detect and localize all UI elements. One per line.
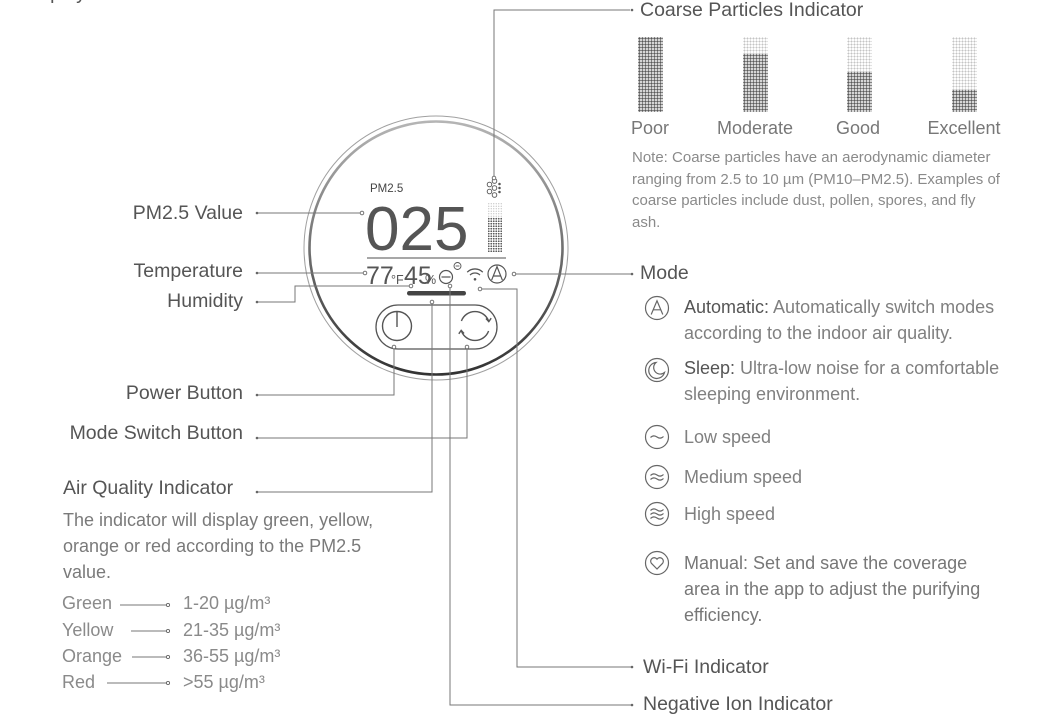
air-quality-levels: Green 1-20 µg/m³ Yellow 21-35 µg/m³ Oran… [62, 590, 280, 695]
coarse-level-fill [743, 54, 768, 112]
description-line: value. [63, 562, 112, 582]
air-quality-description: The indicator will display green, yellow… [63, 507, 373, 585]
leader-end-dots [255, 8, 634, 707]
mode-item-text: Ultra-low noise for a comfortable [735, 358, 1000, 378]
wifi-indicator-label: Wi-Fi Indicator [643, 656, 769, 678]
mode-item-text: Automatically switch modes [769, 297, 995, 317]
mode-item-label: Manual: [684, 553, 749, 573]
description-line: orange or red according to the PM2.5 [63, 536, 362, 556]
auto-mode-icon [487, 264, 507, 284]
air-quality-title: Air Quality Indicator [63, 477, 234, 499]
mode-switch-icon [460, 310, 490, 322]
mode-item-text: efficiency. [684, 605, 763, 625]
note-line: Note: Coarse particles have an aerodynam… [632, 149, 991, 166]
callout-power-button: Power Button [125, 382, 243, 404]
air-quality-indicator-bar [407, 291, 466, 296]
leader-dots [165, 175, 517, 686]
leader-mode-switch-button [257, 347, 468, 439]
device-outer-ring [303, 115, 569, 381]
button-panel [375, 304, 498, 350]
coarse-particles-icon [486, 178, 501, 198]
device-display: PM2.5 025 77 °F 45 % [303, 115, 569, 381]
level-color-name: Red [62, 672, 96, 692]
auto-mode-icon [644, 295, 670, 321]
low-speed-icon [644, 424, 670, 450]
negative-ion-indicator-label: Negative Ion Indicator [643, 693, 833, 715]
leader-humidity [257, 285, 411, 303]
note-line: ash. [632, 214, 661, 232]
coarse-level-label: Moderate [716, 118, 794, 138]
coarse-level-fill [847, 72, 872, 112]
coarse-level-bar-moderate [743, 37, 768, 112]
power-button [381, 310, 413, 342]
negative-ion-icon [438, 262, 462, 285]
leader-coarse-particles [493, 9, 630, 178]
level-row: Red >55 µg/m³ [62, 669, 265, 695]
coarse-particles-note: Note: Coarse particles have an aerodynam… [632, 147, 1000, 234]
high-speed-icon [644, 501, 670, 527]
mode-item-text: Set and save the coverage [748, 553, 968, 573]
mode-item-medium-speed: Medium speed [684, 467, 803, 487]
coarse-level-label: Good [835, 118, 881, 138]
mode-item-text: according to the indoor air quality. [684, 323, 953, 343]
temperature-unit: °F [391, 273, 404, 287]
mode-item-manual: Manual: Set and save the coverage area i… [684, 550, 980, 628]
callout-temperature: Temperature [133, 260, 243, 282]
level-range: >55 µg/m³ [183, 672, 265, 692]
callout-pm25-value: PM2.5 Value [132, 202, 243, 224]
note-line: ranging from 2.5 to 10 µm (PM10–PM2.5). … [632, 170, 1000, 188]
mode-item-low-speed: Low speed [684, 427, 772, 447]
level-range: 36-55 µg/m³ [183, 646, 281, 666]
leader-power-button [257, 347, 395, 396]
mode-switch-button [458, 310, 492, 342]
temperature-value: 77 [366, 262, 394, 290]
mode-item-text: sleeping environment. [684, 384, 861, 404]
level-range: 21-35 µg/m³ [183, 620, 281, 640]
mode-item-label: Automatic: [684, 297, 770, 317]
level-range: 1-20 µg/m³ [183, 593, 271, 613]
callout-mode-switch-button: Mode Switch Button [69, 422, 243, 444]
callout-humidity: Humidity [167, 290, 243, 312]
coarse-level-label: Excellent [927, 118, 1001, 138]
coarse-level-label: Poor [630, 118, 670, 138]
manual-mode-icon [644, 550, 670, 576]
power-icon [381, 310, 413, 342]
level-color-name: Yellow [62, 620, 114, 640]
leader-air-quality [257, 302, 433, 493]
humidity-unit: % [425, 273, 436, 287]
humidity-value: 45 [404, 262, 432, 290]
coarse-particles-bar [488, 203, 502, 252]
coarse-particles-title: Coarse Particles Indicator [640, 0, 864, 21]
coarse-level-fill [638, 37, 663, 112]
coarse-level-bar-good [847, 37, 872, 112]
clipped-section-heading: Display [22, 0, 86, 5]
description-line: The indicator will display green, yellow… [63, 510, 374, 530]
mode-item-text: area in the app to adjust the purifying [684, 579, 981, 599]
mode-item-automatic: Automatic: Automatically switch modes ac… [684, 294, 994, 346]
leader-lines [107, 9, 632, 706]
mode-item-high-speed: High speed [684, 504, 776, 524]
pm25-label: PM2.5 [370, 183, 403, 195]
device-inner-ring [308, 120, 564, 376]
level-row: Yellow 21-35 µg/m³ [62, 617, 280, 643]
mode-item-sleep: Sleep: Ultra-low noise for a comfortable… [684, 355, 999, 407]
note-line: coarse particles include dust, pollen, s… [632, 192, 976, 210]
level-row: Orange 36-55 µg/m³ [62, 643, 280, 669]
medium-speed-icon [644, 464, 670, 490]
sleep-mode-icon [644, 357, 670, 383]
coarse-level-bar-poor [638, 37, 663, 112]
level-color-name: Orange [62, 646, 123, 666]
leader-negative-ion [449, 286, 632, 706]
coarse-level-fill [952, 90, 977, 112]
leader-wifi [480, 288, 632, 668]
level-color-name: Green [62, 593, 113, 613]
mode-item-label: Sleep: [684, 358, 736, 378]
wifi-icon [466, 268, 484, 281]
mode-title: Mode [640, 262, 689, 284]
coarse-level-bar-excellent [952, 37, 977, 112]
pm25-value: 025 [365, 195, 468, 264]
level-row: Green 1-20 µg/m³ [62, 590, 270, 617]
